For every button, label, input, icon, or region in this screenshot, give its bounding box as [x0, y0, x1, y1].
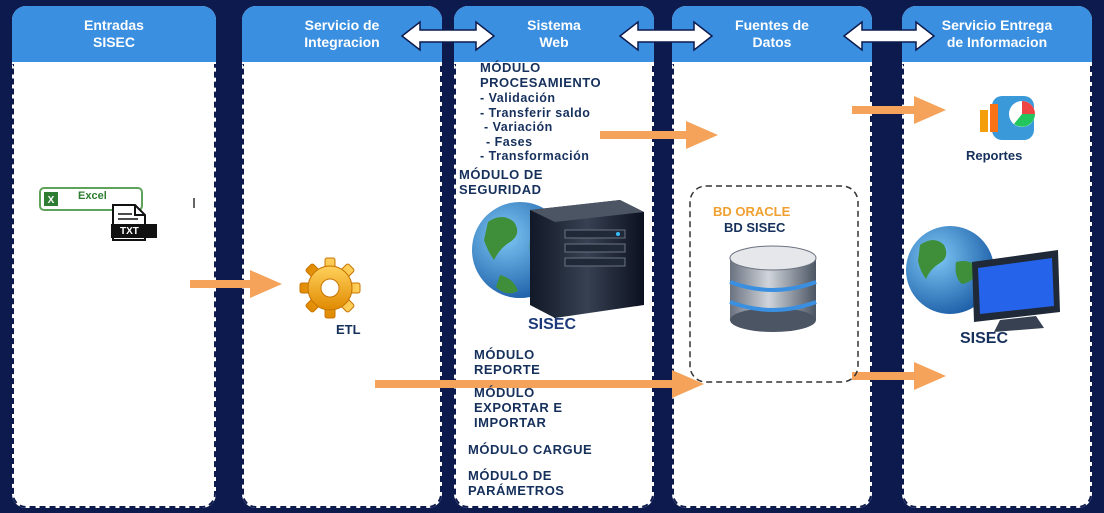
bidirectional-arrow-integracion-web	[400, 20, 496, 52]
lane-title-line2: SISEC	[92, 34, 135, 50]
monitor-icon	[972, 250, 1060, 332]
server-label: SISEC	[528, 316, 577, 333]
list-item: - Validación	[480, 91, 556, 105]
reports-label: Reportes	[966, 148, 1023, 163]
flow-arrow-to-client	[852, 362, 946, 390]
lane-border	[672, 64, 872, 508]
flow-arrow-inputs-to-etl	[190, 270, 282, 298]
load-module: MÓDULO CARGUE	[468, 442, 593, 457]
list-item: - Transformación	[480, 149, 590, 163]
report-module: MÓDULO REPORTE	[474, 347, 541, 377]
lane-title-line2: Integracion	[304, 34, 380, 50]
gear-icon	[299, 257, 361, 319]
excel-label: Excel	[78, 190, 107, 202]
parameters-module: MÓDULO DE PARÁMETROS	[468, 468, 565, 498]
lane-title-line2: Datos	[752, 34, 792, 50]
db-sisec-label: BD SISEC	[724, 220, 786, 235]
export-import-module: MÓDULO EXPORTAR E IMPORTAR	[474, 385, 563, 430]
flow-arrow-to-reportes	[852, 96, 946, 124]
flow-arrow-web-to-datos	[600, 121, 718, 149]
svg-text:X: X	[48, 195, 55, 206]
list-item: - Variación	[484, 120, 553, 134]
lane-header: Entradas SISEC	[12, 6, 216, 62]
lane-title-line1: Entradas	[84, 17, 144, 33]
lane-title-line1: Fuentes de	[735, 17, 809, 33]
lane-title-line2: de Informacion	[946, 34, 1048, 50]
txt-file-icon	[111, 204, 157, 241]
etl-label: ETL	[336, 322, 361, 337]
client-label: SISEC	[960, 330, 1009, 347]
lane-title-line1: Sistema	[527, 17, 581, 33]
reports-chart-icon	[980, 96, 1035, 140]
database-group-box	[689, 185, 859, 383]
security-module: MÓDULO DE SEGURIDAD	[459, 167, 543, 197]
lane-header: Servicio Entrega de Informacion	[902, 6, 1092, 62]
db-oracle-label: BD ORACLE	[713, 204, 791, 219]
lane-border	[454, 64, 654, 508]
database-icon	[729, 245, 817, 332]
processing-module-title: MÓDULO PROCESAMIENTO	[480, 60, 602, 90]
processing-items-list: - Validación - Transferir saldo - Variac…	[480, 91, 590, 164]
bidirectional-arrow-datos-entrega	[842, 20, 936, 52]
lane-title-line2: Web	[539, 34, 569, 50]
bidirectional-arrow-web-datos	[618, 20, 714, 52]
lane-entradas: Entradas SISEC	[12, 6, 216, 508]
lane-title-line1: Servicio Entrega	[941, 17, 1053, 33]
list-item: - Fases	[486, 134, 533, 149]
lane-servicio-integracion: Servicio de Integracion	[242, 6, 442, 508]
flow-arrow-etl-to-datos	[375, 370, 704, 398]
txt-label: TXT	[120, 226, 139, 237]
list-item: - Transferir saldo	[480, 105, 591, 120]
lane-title-line1: Servicio de	[304, 17, 380, 33]
lane-border	[902, 64, 1092, 508]
lane-header: Servicio de Integracion	[242, 6, 442, 62]
server-icon	[530, 200, 644, 318]
